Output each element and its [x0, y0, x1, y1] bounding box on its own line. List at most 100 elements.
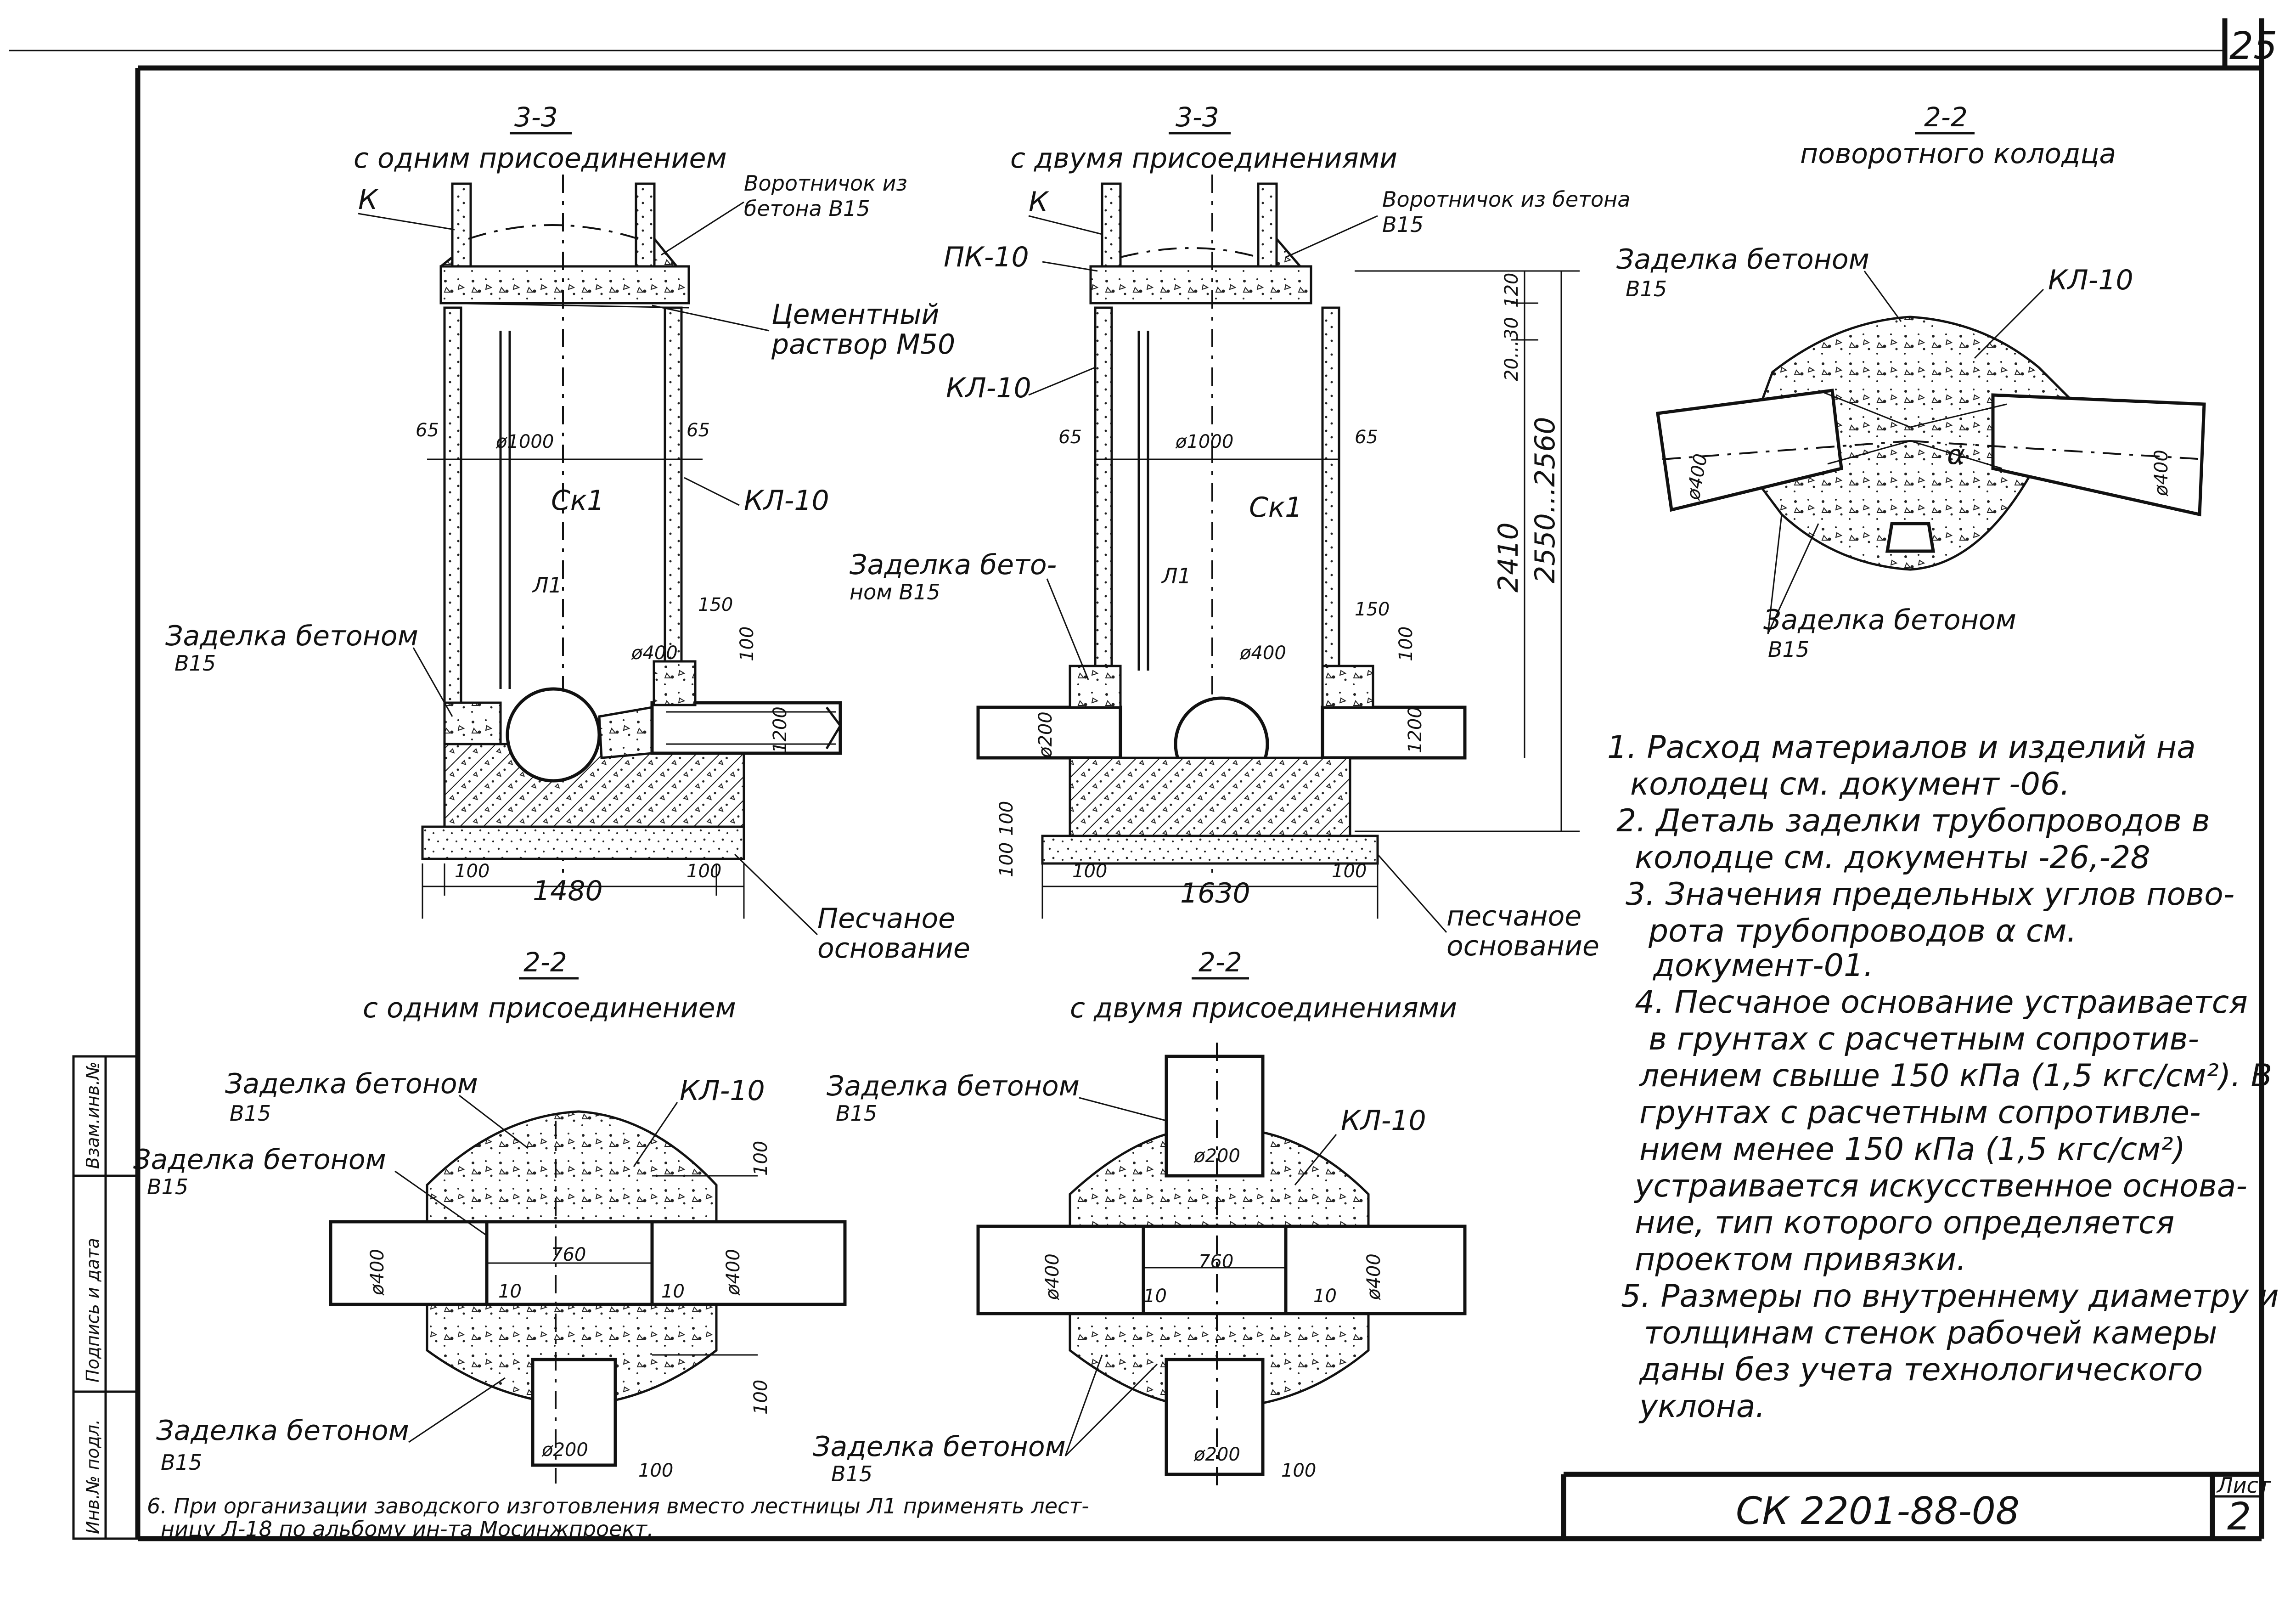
label-sk1-1: Ск1: [551, 485, 604, 517]
label-kl10-p1: КЛ-10: [680, 1075, 765, 1107]
label-b15-p1-a: В15: [230, 1101, 271, 1126]
dim-2410: 2410: [1492, 522, 1525, 592]
label-collar-1: Воротничок из: [744, 171, 907, 196]
dim-100-1: 100: [737, 626, 758, 661]
note-line: 2. Деталь заделки трубопроводов в: [1616, 803, 2210, 839]
dim-d400-2: ø400: [1239, 643, 1286, 664]
label-kl10-p2: КЛ-10: [1341, 1105, 1426, 1137]
general-notes: 1. Расход материалов и изделий на колоде…: [1607, 729, 2279, 1425]
stamp-code: СК 2201-88-08: [1736, 1490, 2020, 1533]
dim-1200-1: 1200: [770, 706, 791, 753]
note-line: толщинам стенок рабочей камеры: [1644, 1315, 2217, 1351]
dim-760-p2: 760: [1199, 1251, 1233, 1272]
dim-d1000-2: ø1000: [1175, 431, 1233, 452]
label-l1-2: Л1: [1161, 564, 1191, 588]
footnote-line-2: ницу Л-18 по альбому ин-та Мосинжпроект.: [161, 1517, 654, 1541]
section-subtitle: с двумя присоединениями: [1010, 142, 1397, 175]
note-line: документ-01.: [1653, 948, 1874, 984]
label-zadelka-1: Заделка бетоном: [165, 620, 418, 652]
note-line: рота трубопроводов α см.: [1648, 913, 2077, 949]
label-b15-1: В15: [174, 651, 216, 676]
dim-w65-right-1: 65: [687, 420, 710, 441]
label-cement: Цементный: [771, 299, 939, 331]
dim-10-right-p1: 10: [661, 1281, 685, 1302]
label-zadelka-turn-bottom: Заделка бетоном: [1763, 604, 2016, 636]
list-label: Лист: [2216, 1473, 2271, 1498]
label-l1: Л1: [532, 573, 562, 598]
label-b15-p1-c: В15: [161, 1450, 202, 1475]
dim-10-left-p2: 10: [1143, 1286, 1167, 1307]
side-label-inv: Инв.№ подл.: [83, 1419, 103, 1534]
label-zadelka-p2-a: Заделка бетоном: [827, 1070, 1080, 1102]
footnote-line-1: 6. При организации заводского изготовлен…: [147, 1494, 1089, 1518]
label-sand-2a: песчаное: [1446, 900, 1581, 932]
label-zadelka-2b: ном В15: [850, 580, 940, 604]
label-collar-1b: бетона В15: [744, 196, 870, 221]
section-subtitle: с одним присоединением: [354, 142, 727, 175]
dim-100-2: 100: [1396, 626, 1417, 661]
label-sk1-2: Ск1: [1249, 491, 1302, 524]
dim-20-30: 20...30: [1501, 317, 1522, 381]
label-zadelka-p1-a: Заделка бетоном: [225, 1068, 478, 1100]
label-b15-turn-bottom: В15: [1768, 637, 1809, 662]
dim-100-p1-bottom: 100: [750, 1380, 771, 1415]
dim-200-2: ø200: [1035, 711, 1056, 758]
section-title: 3-3: [1176, 102, 1219, 133]
dim-1200-2: 1200: [1405, 706, 1426, 753]
dim-d400-p1-right: ø400: [723, 1249, 744, 1296]
dim-d400-p2-right: ø400: [1363, 1253, 1384, 1300]
note-line: ние, тип которого определяется: [1635, 1205, 2174, 1241]
note-line: 3. Значения предельных углов пово-: [1626, 876, 2234, 913]
label-collar-2b: В15: [1382, 212, 1424, 237]
dim-150-1: 150: [698, 594, 733, 615]
section-2-2-one-connection: 2-2 с одним присоединением: [329, 947, 847, 1484]
dim-150-2: 150: [1355, 599, 1390, 620]
label-sand-1b: основание: [817, 932, 970, 965]
label-pk10: ПК-10: [944, 241, 1029, 273]
dim-120: 120: [1501, 273, 1522, 308]
note-line: 1. Расход материалов и изделий на: [1607, 729, 2196, 766]
note-line: проектом привязки.: [1635, 1241, 1966, 1278]
label-kl10-turn: КЛ-10: [2048, 264, 2133, 296]
dim-100-v-2a: 100: [996, 801, 1017, 836]
list-number: 2: [2227, 1495, 2251, 1539]
dim-2550: 2550...2560: [1529, 417, 1561, 583]
dim-100-v-2b: 100: [996, 842, 1017, 877]
dim-100-right-2: 100: [1332, 861, 1367, 882]
label-zadelka-p1-b: Заделка бетоном: [133, 1144, 386, 1176]
section-subtitle: с одним присоединением: [363, 992, 736, 1024]
label-zadelka-p1-c: Заделка бетоном: [156, 1415, 409, 1447]
label-b15-p1-b: В15: [147, 1174, 188, 1199]
section-3-3-one-connection: 3-3 с одним присоединением: [354, 102, 842, 919]
side-label-vzam: Взам.инв.№: [83, 1061, 103, 1169]
note-line: в грунтах с расчетным сопротив-: [1649, 1021, 2199, 1057]
dim-10-left-p1: 10: [498, 1281, 522, 1302]
dim-d200-p2-bottom: ø200: [1193, 1444, 1240, 1465]
section-title: 3-3: [514, 102, 558, 133]
dim-100-left-2: 100: [1072, 861, 1107, 882]
label-sand-1a: Песчаное: [817, 903, 955, 935]
label-b15-p2-b: В15: [831, 1461, 872, 1486]
sheet-frame: [9, 18, 2264, 1541]
label-b15-p2-a: В15: [836, 1101, 877, 1126]
dim-100-left-1: 100: [455, 861, 490, 882]
label-collar-2: Воротничок из бетона: [1382, 187, 1630, 212]
dim-d400-p2-left: ø400: [1042, 1253, 1063, 1300]
note-line: колодце см. документы -26,-28: [1635, 840, 2150, 876]
dim-d400-p1-left: ø400: [367, 1249, 388, 1296]
sheet-number-top: 25: [2229, 24, 2277, 68]
dim-w65-left-2: 65: [1058, 427, 1082, 448]
label-zadelka-2a: Заделка бето-: [850, 549, 1057, 581]
dim-100-p2-w: 100: [1281, 1460, 1316, 1481]
note-line: 5. Размеры по внутреннему диаметру и: [1621, 1278, 2279, 1315]
dim-d200-p1: ø200: [541, 1439, 588, 1461]
side-stamp: Инв.№ подл. Подпись и дата Взам.инв.№: [72, 1055, 139, 1540]
dim-d1000-1: ø1000: [495, 431, 554, 452]
title-stamp: [1561, 1472, 2262, 1539]
label-b15-turn-top: В15: [1626, 276, 1667, 301]
note-line: устраивается искусственное основа-: [1634, 1168, 2247, 1204]
section-subtitle: поворотного колодца: [1800, 138, 2116, 170]
section-title: 2-2: [523, 947, 567, 978]
note-line: 4. Песчаное основание устраивается: [1635, 984, 2248, 1021]
